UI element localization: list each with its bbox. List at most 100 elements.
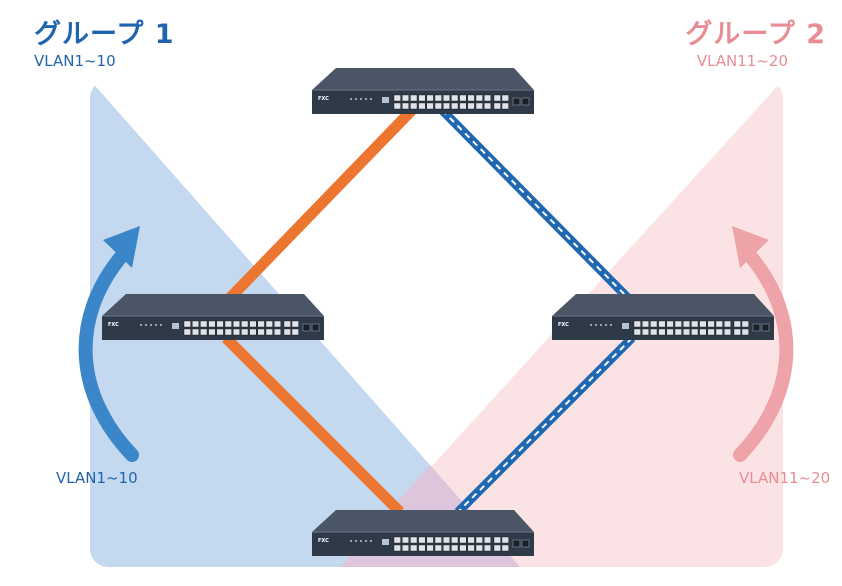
ethernet-port (674, 320, 682, 328)
ethernet-port (641, 320, 649, 328)
ethernet-port (682, 320, 690, 328)
switch-front-panel (312, 532, 534, 556)
ethernet-port (208, 320, 216, 328)
group1-arrow-label: VLAN1~10 (56, 469, 138, 487)
ethernet-port (410, 102, 418, 110)
ethernet-port (633, 320, 641, 328)
ethernet-port (200, 320, 208, 328)
ethernet-port (442, 94, 450, 102)
ethernet-port (459, 102, 467, 110)
ethernet-port (475, 102, 483, 110)
ethernet-port (715, 328, 723, 336)
ethernet-port (707, 328, 715, 336)
ethernet-port (265, 320, 273, 328)
ethernet-port (183, 328, 191, 336)
console-port (382, 97, 389, 103)
sfp-port (521, 97, 530, 106)
ethernet-port (232, 328, 240, 336)
console-port (172, 323, 179, 329)
combo-port (733, 328, 741, 336)
ethernet-port (723, 328, 731, 336)
ethernet-port (273, 328, 281, 336)
status-led (370, 98, 372, 100)
link-left-bottom (222, 334, 404, 516)
ethernet-port (257, 320, 265, 328)
ethernet-port (418, 536, 426, 544)
ethernet-port (699, 320, 707, 328)
group2-curved-arrow (733, 251, 794, 462)
sfp-port (512, 539, 521, 548)
status-led (350, 98, 352, 100)
group2-arrow-head (732, 226, 769, 268)
group1-vlan-range: VLAN1~10 (34, 52, 116, 70)
ethernet-port (393, 102, 401, 110)
ethernet-port (434, 102, 442, 110)
status-led (360, 98, 362, 100)
sfp-port (512, 97, 521, 106)
ethernet-port (475, 536, 483, 544)
switch-top-face (312, 510, 534, 532)
ethernet-port (249, 328, 257, 336)
ethernet-port (434, 536, 442, 544)
combo-port (493, 536, 501, 544)
combo-port (283, 320, 291, 328)
combo-port (741, 328, 749, 336)
ethernet-port (658, 328, 666, 336)
ethernet-port (459, 94, 467, 102)
ethernet-port (715, 320, 723, 328)
ethernet-port (650, 320, 658, 328)
status-led (365, 540, 367, 542)
status-led (150, 324, 152, 326)
ethernet-port (483, 102, 491, 110)
ethernet-port (257, 328, 265, 336)
sfp-port (302, 323, 311, 332)
ethernet-port (249, 320, 257, 328)
ethernet-port (475, 94, 483, 102)
ethernet-port (208, 328, 216, 336)
ethernet-port (459, 544, 467, 552)
ethernet-port (410, 94, 418, 102)
ethernet-port (426, 94, 434, 102)
link-top-right (438, 106, 634, 304)
ethernet-port (666, 320, 674, 328)
ethernet-port (691, 328, 699, 336)
ethernet-port (393, 544, 401, 552)
ethernet-port (723, 320, 731, 328)
ethernet-port (467, 94, 475, 102)
ethernet-port (393, 94, 401, 102)
ethernet-port (191, 328, 199, 336)
sfp-port (761, 323, 770, 332)
ethernet-port (442, 102, 450, 110)
status-led (140, 324, 142, 326)
ethernet-port (650, 328, 658, 336)
sfp-port (752, 323, 761, 332)
group2-arrow-label: VLAN11~20 (739, 469, 831, 487)
switch-top-face (312, 68, 534, 90)
ethernet-port (451, 544, 459, 552)
ethernet-port (418, 94, 426, 102)
ethernet-port (401, 536, 409, 544)
switch-front-panel (552, 316, 774, 340)
sfp-port (521, 539, 530, 548)
switch-front-panel (312, 90, 534, 114)
switch-front-panel (102, 316, 324, 340)
combo-port (493, 544, 501, 552)
ethernet-port (410, 536, 418, 544)
switch-top: FXC (312, 68, 534, 114)
ethernet-port (241, 320, 249, 328)
ethernet-port (224, 328, 232, 336)
ethernet-port (483, 544, 491, 552)
combo-port (741, 320, 749, 328)
switch-logo: FXC (558, 322, 569, 328)
ethernet-port (216, 328, 224, 336)
group1-curved-arrow (78, 251, 139, 462)
ethernet-port (699, 328, 707, 336)
ethernet-port (410, 544, 418, 552)
status-led (595, 324, 597, 326)
status-led (355, 540, 357, 542)
switch-logo: FXC (318, 96, 329, 102)
ethernet-port (674, 328, 682, 336)
status-led (360, 540, 362, 542)
ethernet-port (191, 320, 199, 328)
